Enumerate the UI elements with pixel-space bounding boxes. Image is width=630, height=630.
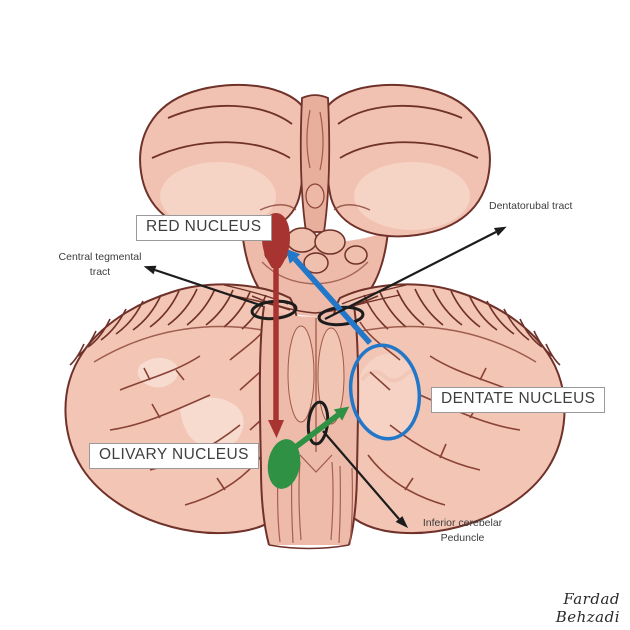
olivo-cerebellar-arrow	[287, 406, 350, 455]
red-nucleus-label: RED NUCLEUS	[136, 215, 272, 241]
inferior-cerebellar-peduncle-label: Inferior cerebelar Peduncle	[385, 516, 540, 545]
olivary-nucleus-label: OLIVARY NUCLEUS	[89, 443, 259, 469]
olivary-nucleus-marker	[267, 439, 301, 489]
midline-pineal-region	[299, 94, 331, 233]
central-tegmental-tract-label: Central tegmental tract	[40, 250, 160, 279]
dentatorubral-tract-arrow	[285, 248, 373, 345]
central-tegmental-tract-pointer	[143, 265, 264, 308]
dentate-nucleus-label: DENTATE NUCLEUS	[431, 387, 606, 413]
central-tegmental-tract-arrow	[268, 254, 284, 438]
thalamus-lobes	[139, 83, 491, 238]
inferior-cerebellar-peduncle-label-line1: Inferior cerebelar	[422, 517, 503, 529]
central-tegmental-tract-label-line1: Central tegmental	[58, 251, 142, 263]
artist-signature: Fardad Behzadi	[555, 590, 620, 626]
inferior-cerebellar-peduncle-pointer	[322, 430, 409, 529]
dentate-nucleus-circle	[348, 343, 422, 441]
inferior-cerebellar-peduncle-label-line2: Peduncle	[440, 531, 485, 544]
dentatorubal-tract-pointer	[324, 226, 507, 320]
dentatorubal-tract-label: Dentatorubal tract	[489, 200, 573, 212]
central-tegmental-tract-label-line2: tract	[89, 265, 111, 278]
colliculi	[264, 227, 368, 274]
